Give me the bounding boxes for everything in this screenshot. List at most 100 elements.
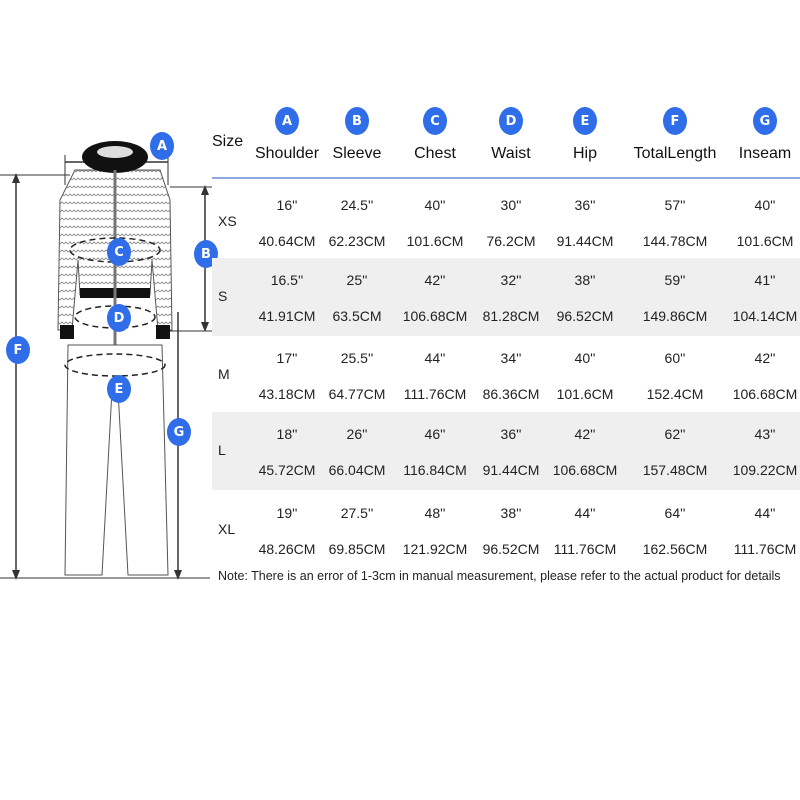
cell-cm: 149.86CM (642, 308, 708, 324)
cell-cm: 106.68CM (732, 386, 798, 402)
cell-cm: 76.2CM (486, 233, 536, 249)
badge-c-icon: C (423, 107, 447, 135)
cell-inch: 18'' (276, 426, 298, 442)
col-label: Chest (414, 145, 456, 162)
cell-cm: 111.76CM (403, 386, 467, 402)
table-row-m: M 17'' 25.5'' 44'' 34'' 40'' 60'' 42'' 4… (212, 336, 800, 414)
size-label: S (218, 288, 228, 304)
badge-g-icon: G (167, 418, 191, 446)
cell-inch: 19'' (276, 505, 298, 521)
cell-cm: 96.52CM (482, 541, 540, 557)
table-row-xl: XL 19'' 27.5'' 48'' 38'' 44'' 64'' 44'' … (212, 491, 800, 569)
cell-inch: 64'' (664, 505, 686, 521)
cell-cm: 91.44CM (556, 233, 614, 249)
cell-inch: 40'' (424, 197, 446, 213)
badge-c-icon: C (107, 238, 131, 266)
cell-cm: 64.77CM (328, 386, 386, 402)
cell-inch: 32'' (500, 272, 522, 288)
cell-inch: 57'' (664, 197, 686, 213)
cell-cm: 101.6CM (406, 233, 464, 249)
col-label: TotalLength (633, 145, 717, 162)
cell-cm: 41.91CM (258, 308, 316, 324)
cell-inch: 36'' (574, 197, 596, 213)
badge-a-icon: A (150, 132, 174, 160)
col-totallength: F TotalLength (630, 105, 720, 163)
cell-inch: 26'' (346, 426, 368, 442)
cell-inch: 38'' (574, 272, 596, 288)
cell-inch: 40'' (574, 350, 596, 366)
cell-inch: 41'' (754, 272, 776, 288)
cell-inch: 62'' (664, 426, 686, 442)
cell-inch: 40'' (754, 197, 776, 213)
cell-inch: 44'' (424, 350, 446, 366)
col-shoulder: A Shoulder (242, 105, 332, 163)
cell-inch: 44'' (574, 505, 596, 521)
cell-inch: 36'' (500, 426, 522, 442)
cell-inch: 46'' (424, 426, 446, 442)
cell-cm: 121.92CM (402, 541, 468, 557)
cell-cm: 152.4CM (646, 386, 704, 402)
col-label: Hip (572, 145, 597, 162)
cell-cm: 96.52CM (556, 308, 614, 324)
badge-f-icon: F (663, 107, 687, 135)
badge-e-icon: E (107, 375, 131, 403)
col-chest: C Chest (390, 105, 480, 163)
cell-inch: 30'' (500, 197, 522, 213)
col-hip: E Hip (540, 105, 630, 163)
badge-b-icon: B (345, 107, 369, 135)
cell-cm: 157.48CM (642, 462, 708, 478)
cell-inch: 44'' (754, 505, 776, 521)
badge-e-icon: E (573, 107, 597, 135)
header-divider (212, 177, 800, 179)
cell-cm: 45.72CM (258, 462, 316, 478)
cell-cm: 116.84CM (403, 462, 467, 478)
cell-inch: 16'' (276, 197, 298, 213)
cell-cm: 101.6CM (556, 386, 614, 402)
col-inseam: G Inseam (720, 105, 800, 163)
size-label: XL (218, 521, 236, 537)
cell-inch: 60'' (664, 350, 686, 366)
cell-cm: 81.28CM (482, 308, 540, 324)
cell-inch: 16.5'' (270, 272, 304, 288)
cell-cm: 48.26CM (258, 541, 316, 557)
cell-cm: 106.68CM (402, 308, 468, 324)
cell-cm: 144.78CM (642, 233, 708, 249)
measurement-note: Note: There is an error of 1-3cm in manu… (218, 569, 781, 583)
cell-inch: 34'' (500, 350, 522, 366)
cell-cm: 66.04CM (328, 462, 386, 478)
cell-cm: 69.85CM (328, 541, 386, 557)
cell-inch: 59'' (664, 272, 686, 288)
cell-inch: 42'' (424, 272, 446, 288)
badge-f-icon: F (6, 336, 30, 364)
cell-cm: 101.6CM (736, 233, 794, 249)
table-header: Size A Shoulder B Sleeve C Chest D Waist… (212, 105, 800, 167)
cell-cm: 86.36CM (482, 386, 540, 402)
cell-inch: 42'' (754, 350, 776, 366)
cell-inch: 25'' (346, 272, 368, 288)
col-sleeve: B Sleeve (312, 105, 402, 163)
col-waist: D Waist (466, 105, 556, 163)
table-row-l: L 18'' 26'' 46'' 36'' 42'' 62'' 43'' 45.… (212, 412, 800, 490)
ski-suit-illustration (0, 141, 212, 580)
table-row-xs: XS 16'' 24.5'' 40'' 30'' 36'' 57'' 40'' … (212, 183, 800, 261)
cell-inch: 24.5'' (340, 197, 374, 213)
cell-cm: 91.44CM (482, 462, 540, 478)
cell-cm: 109.22CM (732, 462, 798, 478)
size-column-header: Size (212, 133, 244, 150)
cell-cm: 106.68CM (552, 462, 618, 478)
size-label: XS (218, 213, 237, 229)
cell-cm: 63.5CM (332, 308, 382, 324)
col-label: Sleeve (332, 145, 382, 162)
cell-inch: 43'' (754, 426, 776, 442)
col-label: Inseam (738, 145, 792, 162)
table-row-s: S 16.5'' 25'' 42'' 32'' 38'' 59'' 41'' 4… (212, 258, 800, 336)
cell-inch: 42'' (574, 426, 596, 442)
size-label: L (218, 442, 226, 458)
col-label: Shoulder (254, 145, 320, 162)
cell-cm: 111.76CM (733, 541, 797, 557)
col-label: Waist (491, 145, 531, 162)
cell-cm: 40.64CM (258, 233, 316, 249)
cell-inch: 27.5'' (340, 505, 374, 521)
cell-inch: 48'' (424, 505, 446, 521)
cell-inch: 38'' (500, 505, 522, 521)
